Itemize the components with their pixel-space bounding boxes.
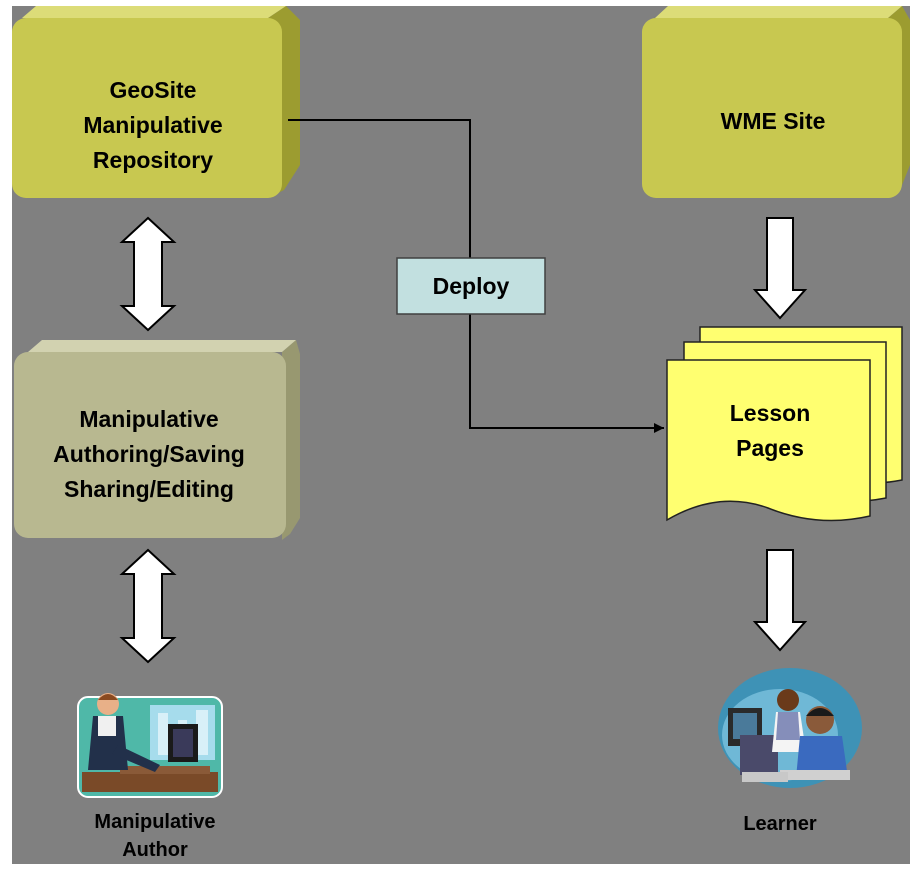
repository-label-line: GeoSite bbox=[109, 77, 197, 103]
person-at-computer-icon bbox=[77, 693, 223, 798]
authoring-label: Manipulative Authoring/Saving Sharing/Ed… bbox=[10, 402, 288, 507]
authoring-box bbox=[14, 340, 300, 540]
wme-lesson-arrow bbox=[752, 217, 808, 320]
lesson-pages-label: Lesson Pages bbox=[700, 396, 840, 466]
wme-site-label: WME Site bbox=[720, 108, 826, 134]
repository-label: GeoSite Manipulative Repository bbox=[12, 73, 294, 178]
repo-authoring-arrow bbox=[119, 216, 177, 332]
authoring-label-line: Authoring/Saving bbox=[53, 441, 245, 467]
authoring-label-line: Sharing/Editing bbox=[64, 476, 234, 502]
author-caption: Manipulative Author bbox=[50, 808, 260, 864]
repository-box bbox=[12, 6, 300, 198]
repository-label-line: Manipulative bbox=[83, 112, 223, 138]
lesson-learner-arrow bbox=[752, 549, 808, 652]
author-caption-line: Manipulative bbox=[94, 811, 216, 833]
author-caption-line: Author bbox=[122, 839, 188, 861]
deploy-label: Deploy bbox=[432, 273, 510, 299]
authoring-label-line: Manipulative bbox=[79, 406, 219, 432]
deploy-box bbox=[396, 257, 546, 315]
wme-site-box bbox=[642, 6, 910, 198]
lesson-pages-label-line: Lesson bbox=[729, 400, 811, 426]
learner-caption: Learner bbox=[743, 813, 817, 835]
lesson-pages-label-line: Pages bbox=[736, 435, 804, 461]
lesson-pages-stack bbox=[666, 326, 903, 522]
authoring-author-arrow bbox=[119, 548, 177, 664]
students-at-computers-icon bbox=[718, 668, 862, 788]
repository-label-line: Repository bbox=[92, 147, 214, 173]
